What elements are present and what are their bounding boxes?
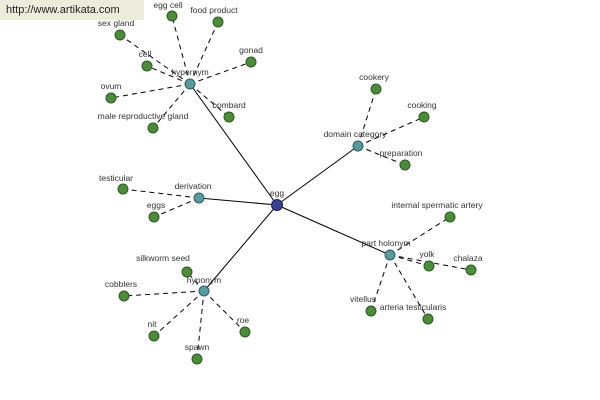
leaf-label-sex-gland[interactable]: sex gland <box>98 18 135 28</box>
leaf-label-preparation[interactable]: preparation <box>379 148 422 158</box>
leaf-node-spawn[interactable] <box>191 353 203 365</box>
leaf-label-silkworm-seed[interactable]: silkworm seed <box>136 253 190 263</box>
leaf-label-food-product[interactable]: food product <box>190 5 238 15</box>
edge-eggs <box>153 197 200 218</box>
relation-node-domain-category[interactable] <box>352 140 364 152</box>
relation-label-hypernym[interactable]: hypernym <box>171 67 208 77</box>
leaf-label-arteria-testicularis[interactable]: arteria testicularis <box>380 302 447 312</box>
edge-male-reproductive-gland <box>152 83 191 129</box>
leaf-label-gonad[interactable]: gonad <box>239 45 263 55</box>
site-url-banner[interactable]: http://www.artikata.com <box>0 0 144 20</box>
leaf-node-roe[interactable] <box>239 326 251 338</box>
edge-domain-category <box>276 145 359 206</box>
leaf-label-yolk[interactable]: yolk <box>419 249 435 259</box>
leaf-label-vitellus[interactable]: vitellus <box>350 294 376 304</box>
graph-edges <box>110 15 472 360</box>
leaf-node-nit[interactable] <box>148 330 160 342</box>
relation-node-part-holonym[interactable] <box>384 249 396 261</box>
edge-food-product <box>189 21 219 85</box>
edge-hypernym <box>189 83 278 206</box>
leaf-node-cooking[interactable] <box>418 111 430 123</box>
leaf-node-chalaza[interactable] <box>465 264 477 276</box>
relation-node-hyponym[interactable] <box>198 285 210 297</box>
leaf-label-ovum[interactable]: ovum <box>101 81 122 91</box>
leaf-label-cell[interactable]: cell <box>139 49 152 59</box>
edge-derivation <box>198 197 278 206</box>
edge-roe <box>203 290 246 333</box>
relation-node-hypernym[interactable] <box>184 78 196 90</box>
relation-node-derivation[interactable] <box>193 192 205 204</box>
leaf-label-cookery[interactable]: cookery <box>359 72 390 82</box>
edge-nit <box>153 290 205 337</box>
edge-cell <box>146 65 191 85</box>
leaf-node-ovum[interactable] <box>105 92 117 104</box>
center-label[interactable]: egg <box>270 188 284 198</box>
relation-label-hyponym[interactable]: hyponym <box>187 275 222 285</box>
leaf-node-eggs[interactable] <box>148 211 160 223</box>
edge-part-holonym <box>276 204 391 256</box>
leaf-label-internal-spermatic-artery[interactable]: internal spermatic artery <box>391 200 483 210</box>
center-node-egg[interactable] <box>271 199 283 211</box>
edge-ovum <box>110 83 191 99</box>
edge-testicular <box>122 188 200 199</box>
edge-egg-cell <box>171 15 191 85</box>
leaf-node-cell[interactable] <box>141 60 153 72</box>
edge-cookery <box>357 88 377 147</box>
leaf-node-cookery[interactable] <box>370 83 382 95</box>
leaf-label-bombard[interactable]: bombard <box>212 100 246 110</box>
leaf-label-eggs[interactable]: eggs <box>147 200 165 210</box>
leaf-node-testicular[interactable] <box>117 183 129 195</box>
leaf-label-male-reproductive-gland[interactable]: male reproductive gland <box>98 111 189 121</box>
leaf-node-cobblers[interactable] <box>118 290 130 302</box>
leaf-node-male-reproductive-gland[interactable] <box>147 122 159 134</box>
edge-yolk <box>389 254 430 267</box>
leaf-node-gonad[interactable] <box>245 56 257 68</box>
leaf-label-nit[interactable]: nit <box>148 319 158 329</box>
relation-label-domain-category[interactable]: domain category <box>324 129 388 139</box>
leaf-node-bombard[interactable] <box>223 111 235 123</box>
leaf-node-egg-cell[interactable] <box>166 10 178 22</box>
leaf-node-food-product[interactable] <box>212 16 224 28</box>
edge-cooking <box>357 116 425 147</box>
site-url-text[interactable]: http://www.artikata.com <box>6 4 120 16</box>
leaf-node-internal-spermatic-artery[interactable] <box>444 211 456 223</box>
leaf-label-roe[interactable]: roe <box>237 315 250 325</box>
leaf-node-vitellus[interactable] <box>365 305 377 317</box>
edge-vitellus <box>370 254 391 312</box>
leaf-node-preparation[interactable] <box>399 159 411 171</box>
edge-hyponym <box>203 204 278 292</box>
edge-internal-spermatic-artery <box>389 216 451 256</box>
leaf-label-chalaza[interactable]: chalaza <box>453 253 483 263</box>
edge-spawn <box>196 290 205 360</box>
graph-nodes <box>105 10 477 365</box>
leaf-label-spawn[interactable]: spawn <box>185 342 210 352</box>
leaf-label-egg-cell[interactable]: egg cell <box>153 0 182 10</box>
leaf-node-sex-gland[interactable] <box>114 29 126 41</box>
leaf-node-silkworm-seed[interactable] <box>181 266 193 278</box>
leaf-label-cooking[interactable]: cooking <box>407 100 437 110</box>
leaf-label-testicular[interactable]: testicular <box>99 173 133 183</box>
edge-gonad <box>189 61 252 85</box>
graph-labels: egg hypernym sex gland egg cell food product… <box>98 0 484 352</box>
leaf-node-yolk[interactable] <box>423 260 435 272</box>
edge-chalaza <box>389 254 472 271</box>
relation-label-part-holonym[interactable]: part holonym <box>361 238 410 248</box>
relation-label-derivation[interactable]: derivation <box>175 181 212 191</box>
leaf-node-arteria-testicularis[interactable] <box>422 313 434 325</box>
edge-cobblers <box>123 290 205 297</box>
edge-arteria-testicularis <box>389 254 429 320</box>
leaf-label-cobblers[interactable]: cobblers <box>105 279 137 289</box>
